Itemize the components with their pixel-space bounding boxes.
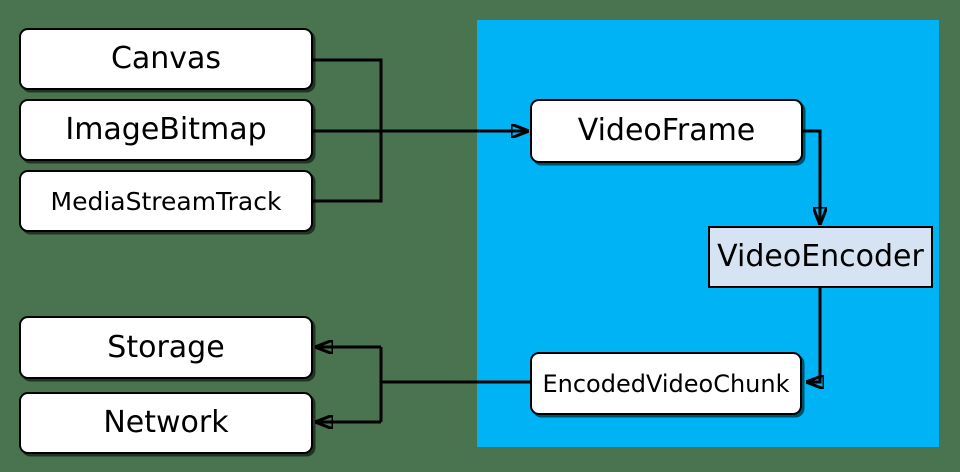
node-network: Network	[19, 392, 313, 454]
node-encodedvideochunk-label: EncodedVideoChunk	[542, 369, 790, 398]
node-videoencoder-label: VideoEncoder	[717, 239, 924, 274]
node-canvas-label: Canvas	[110, 41, 222, 76]
node-canvas: Canvas	[19, 28, 313, 90]
edge-videoframe-to-videoencoder	[803, 129, 820, 224]
node-storage-label: Storage	[107, 329, 225, 365]
node-mediastreamtrack: MediaStreamTrack	[19, 170, 313, 232]
edge-videoencoder-to-encodedvideochunk	[807, 288, 820, 382]
node-imagebitmap-label: ImageBitmap	[65, 112, 267, 147]
node-videoframe-label: VideoFrame	[577, 113, 756, 148]
node-videoencoder: VideoEncoder	[708, 226, 933, 288]
node-network-label: Network	[103, 405, 229, 440]
node-videoframe: VideoFrame	[530, 99, 803, 163]
node-mediastreamtrack-label: MediaStreamTrack	[50, 186, 282, 216]
node-storage: Storage	[19, 316, 313, 379]
node-imagebitmap: ImageBitmap	[19, 99, 313, 161]
node-encodedvideochunk: EncodedVideoChunk	[530, 352, 802, 415]
